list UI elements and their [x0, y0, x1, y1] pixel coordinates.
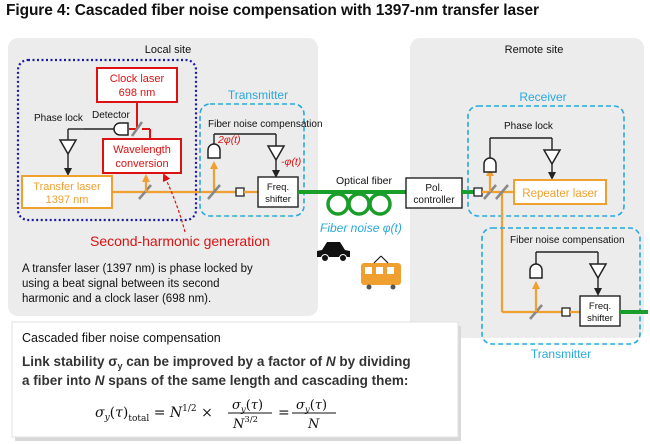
svg-text:=: =: [278, 405, 290, 421]
tx-detector-icon: [207, 143, 221, 159]
wavelength-conversion-label-1: Wavelength: [113, 144, 171, 156]
local-phase-lock-frame: [16, 58, 198, 222]
description-line-2: using a beat signal between its second: [22, 278, 220, 290]
fiber-coil-1: [326, 192, 350, 216]
phase-2phi-label: 2φ(t): [217, 134, 241, 146]
train-icon: [361, 255, 401, 290]
fiber-noise-label: Fiber noise φ(t): [320, 221, 402, 235]
fiber-coil-3: [368, 192, 392, 216]
fiber-coil-2: [347, 192, 371, 216]
cascaded-box: [11, 321, 459, 438]
shg-pointer: [162, 173, 186, 233]
rtx-coupler: [561, 307, 571, 317]
tx-beamsplitter: [207, 184, 221, 200]
car-icon: [317, 242, 350, 262]
beamsplitter-local: [130, 121, 144, 137]
repeater-laser-box: [513, 179, 607, 205]
transfer-laser-label-2: 1397 nm: [46, 194, 89, 206]
phase-neg-phi-label: -φ(t): [281, 156, 301, 168]
remote-transmitter-frame: [481, 227, 641, 345]
remote-fnc-label: Fiber noise compensation: [510, 235, 625, 246]
rx-detector-icon: [483, 157, 497, 173]
rtx-freq-shifter-label-1: Freq.: [589, 301, 611, 312]
rx-coupler: [473, 187, 483, 197]
clock-laser-label-1: Clock laser: [110, 73, 165, 85]
svg-text:σy(τ): σy(τ): [232, 398, 263, 415]
transmitter-label: Transmitter: [228, 88, 288, 102]
transmitter-fnc-label: Fiber noise compensation: [208, 119, 323, 130]
pol-controller-label-1: Pol.: [425, 183, 442, 194]
tx-coupler: [235, 187, 245, 197]
pol-controller-box: [405, 177, 463, 209]
local-phase-lock-label: Phase lock: [34, 113, 84, 124]
cascaded-line-2: a fiber into N spans of the same length …: [22, 373, 408, 388]
description-line-1: A transfer laser (1397 nm) is phase lock…: [22, 263, 253, 275]
receiver-phase-lock-label: Phase lock: [504, 121, 554, 132]
pol-controller-label-2: controller: [413, 195, 455, 206]
transmitter-frame: [199, 103, 305, 217]
tx-freq-shifter-label-1: Freq.: [267, 182, 289, 193]
tx-freq-shifter-label-2: shifter: [265, 194, 291, 205]
tx-amplifier-icon: [266, 145, 286, 162]
cascaded-line-1: Link stability σy can be improved by a f…: [22, 354, 411, 371]
rtx-freq-shifter-box: [579, 295, 621, 327]
transfer-laser-label-1: Transfer laser: [33, 181, 101, 193]
rtx-amplifier-icon: [588, 263, 608, 280]
receiver-frame: [467, 105, 625, 217]
wavelength-conversion-box: [102, 138, 182, 174]
figure-title: Figure 4: Cascaded fiber noise compensat…: [6, 2, 539, 19]
local-amplifier-icon: [58, 139, 78, 156]
shg-label: Second-harmonic generation: [90, 233, 270, 249]
svg-text:N: N: [307, 417, 320, 432]
fiber-label: Optical fiber: [336, 175, 393, 187]
rtx-detector-icon: [529, 263, 543, 279]
detector-icon: [113, 122, 129, 136]
receiver-label: Receiver: [519, 90, 566, 104]
rtx-freq-shifter-label-2: shifter: [587, 313, 613, 324]
remote-beamsplitter-top: [495, 184, 509, 200]
clock-laser-label-2: 698 nm: [119, 87, 156, 99]
detector-label: Detector: [92, 110, 130, 121]
remote-transmitter-label: Transmitter: [531, 347, 591, 361]
wavelength-conversion-label-2: conversion: [115, 158, 168, 170]
remote-site-label: Remote site: [505, 44, 564, 56]
local-site-label: Local site: [145, 44, 191, 56]
rx-amplifier-icon: [542, 149, 562, 166]
description-line-3: harmonic and a clock laser (698 nm).: [22, 293, 211, 305]
svg-text:σy(τ): σy(τ): [296, 398, 327, 415]
repeater-laser-label: Repeater laser: [522, 188, 598, 200]
cascaded-heading: Cascaded fiber noise compensation: [22, 331, 221, 345]
